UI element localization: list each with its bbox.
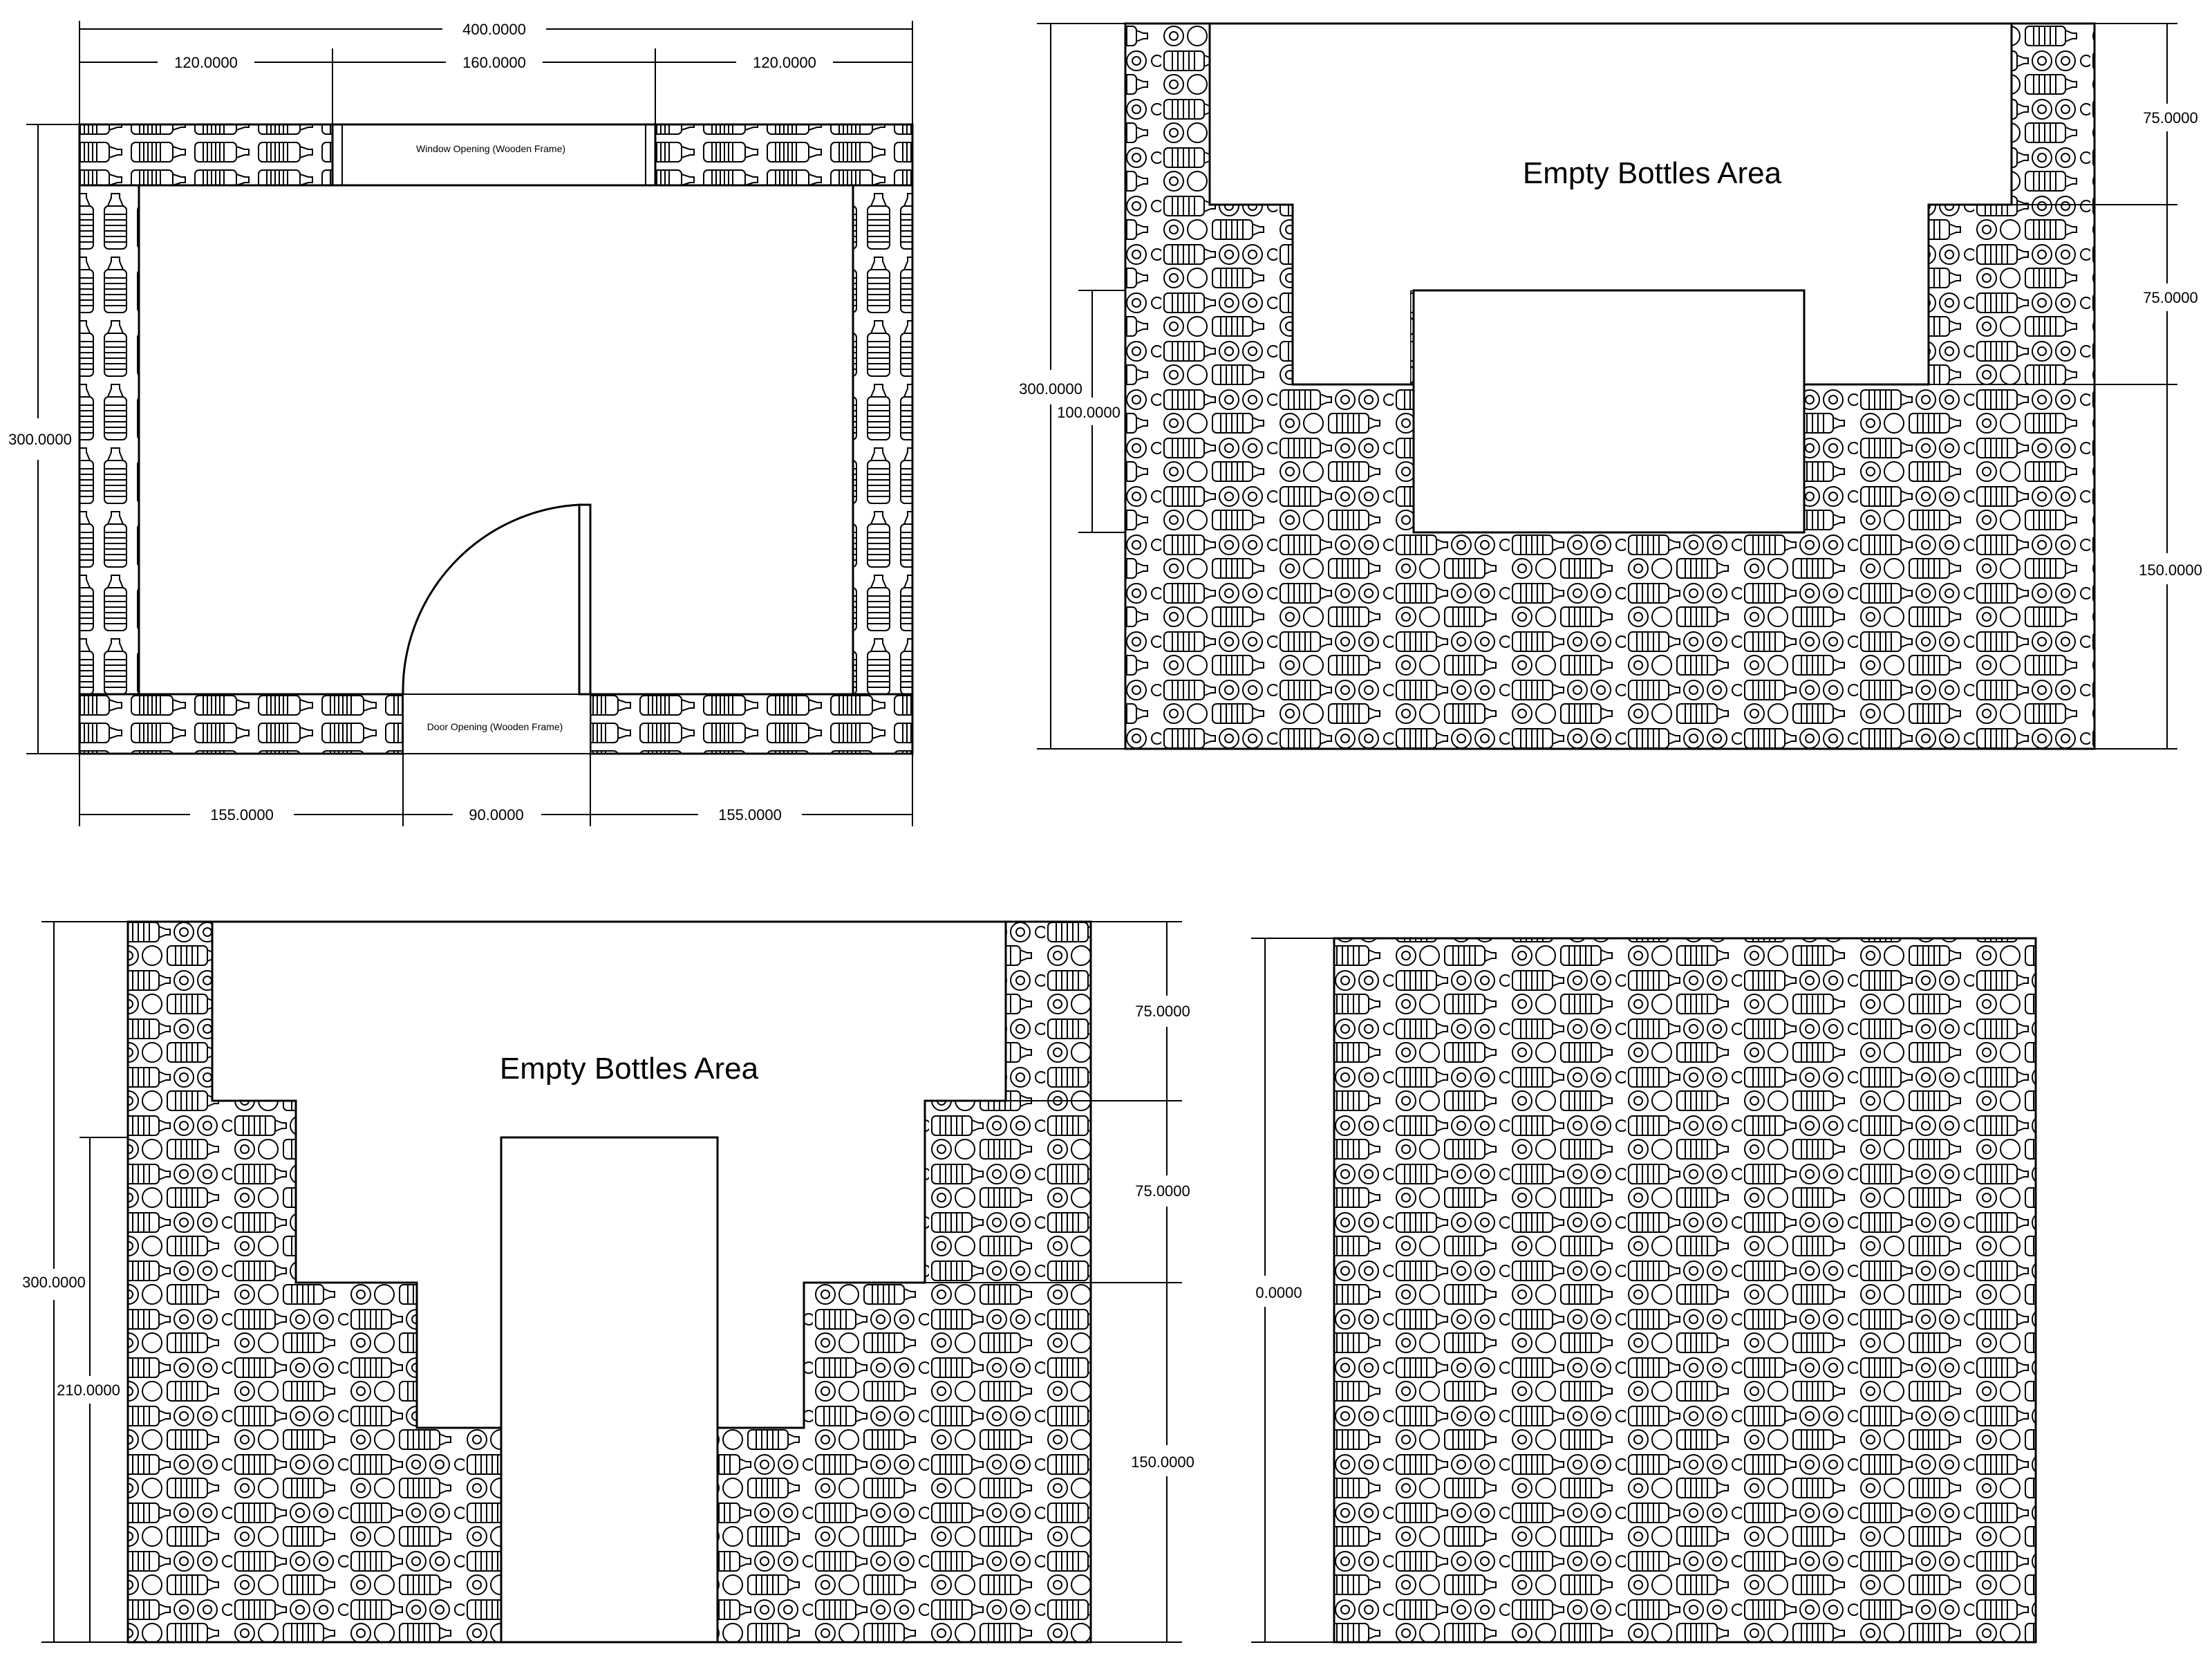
dim-elev-window-left — [1037, 23, 1125, 750]
dim-elev-door-right — [925, 921, 1182, 1643]
plan-walls — [78, 123, 914, 755]
elevation-solid-wall — [1333, 937, 2037, 1644]
dim-top-seg-3: 120.0000 — [753, 54, 816, 71]
dim-top-seg-1: 120.0000 — [174, 54, 238, 71]
dim-elev-window-seg-1: 75.0000 — [2143, 109, 2198, 127]
dim-elev-window-opening: 100.0000 — [1057, 404, 1121, 421]
door-opening — [402, 694, 591, 754]
dim-plan-height-text: 300.0000 — [8, 431, 72, 448]
dim-elev-door-seg-3: 150.0000 — [1131, 1453, 1194, 1471]
wall-top-right — [654, 123, 914, 187]
wall-bottom-left — [78, 693, 404, 755]
wall-top-left — [78, 123, 334, 187]
door-leaf — [578, 503, 592, 696]
dim-bottom-seg-2: 90.0000 — [469, 806, 524, 824]
wall-bottom-right — [589, 693, 914, 755]
elevation-solid-view: 0.0000 — [1251, 937, 2037, 1644]
door-swing-arc — [402, 503, 580, 695]
dim-top-segments — [79, 48, 912, 124]
elevation-door-view: Empty Bottles Area 300.0000 210.0000 75.… — [22, 920, 1194, 1644]
dim-top-seg-2: 160.0000 — [462, 54, 526, 71]
elevation-door-title: Empty Bottles Area — [500, 1052, 759, 1086]
door-opening-label: Door Opening (Wooden Frame) — [427, 721, 563, 732]
wall-right — [852, 184, 914, 696]
dim-overall-width-text: 400.0000 — [462, 21, 526, 38]
middle-empty-right — [1804, 205, 1929, 384]
dim-overall-width — [79, 21, 913, 124]
dim-elev-window-seg-3: 150.0000 — [2139, 561, 2202, 579]
dim-plan-height — [26, 124, 79, 754]
dim-elev-solid — [1251, 938, 1334, 1643]
dim-elev-window-seg-2: 75.0000 — [2143, 289, 2198, 306]
window-opening — [331, 123, 657, 187]
upper-empty-area — [1210, 24, 2012, 205]
window-opening-label: Window Opening (Wooden Frame) — [416, 143, 565, 154]
plan-view: Window Opening (Wooden Frame) Door Openi… — [8, 21, 914, 826]
dim-bottom-seg-1: 155.0000 — [210, 806, 274, 824]
dim-bottom-segments — [79, 754, 913, 826]
elevation-window-title: Empty Bottles Area — [1523, 156, 1782, 190]
dim-elev-window-total: 300.0000 — [1019, 380, 1082, 398]
dim-bottom-seg-3: 155.0000 — [718, 806, 782, 824]
door-opening-elevation — [500, 1136, 719, 1644]
dim-elev-solid-total: 0.0000 — [1255, 1284, 1302, 1301]
dim-elev-window-right — [1929, 23, 2177, 750]
dim-elev-door-total: 300.0000 — [22, 1274, 86, 1291]
dim-elev-door-opening: 210.0000 — [57, 1381, 120, 1399]
wall-left — [78, 184, 140, 696]
elevation-window-view: Empty Bottles Area 300.0000 100.0000 75.… — [1019, 22, 2202, 750]
dim-elev-door-left — [41, 921, 128, 1643]
dim-elev-door-seg-2: 75.0000 — [1135, 1182, 1190, 1200]
middle-empty-left — [1293, 205, 1410, 384]
dim-elev-door-seg-1: 75.0000 — [1135, 1003, 1190, 1020]
